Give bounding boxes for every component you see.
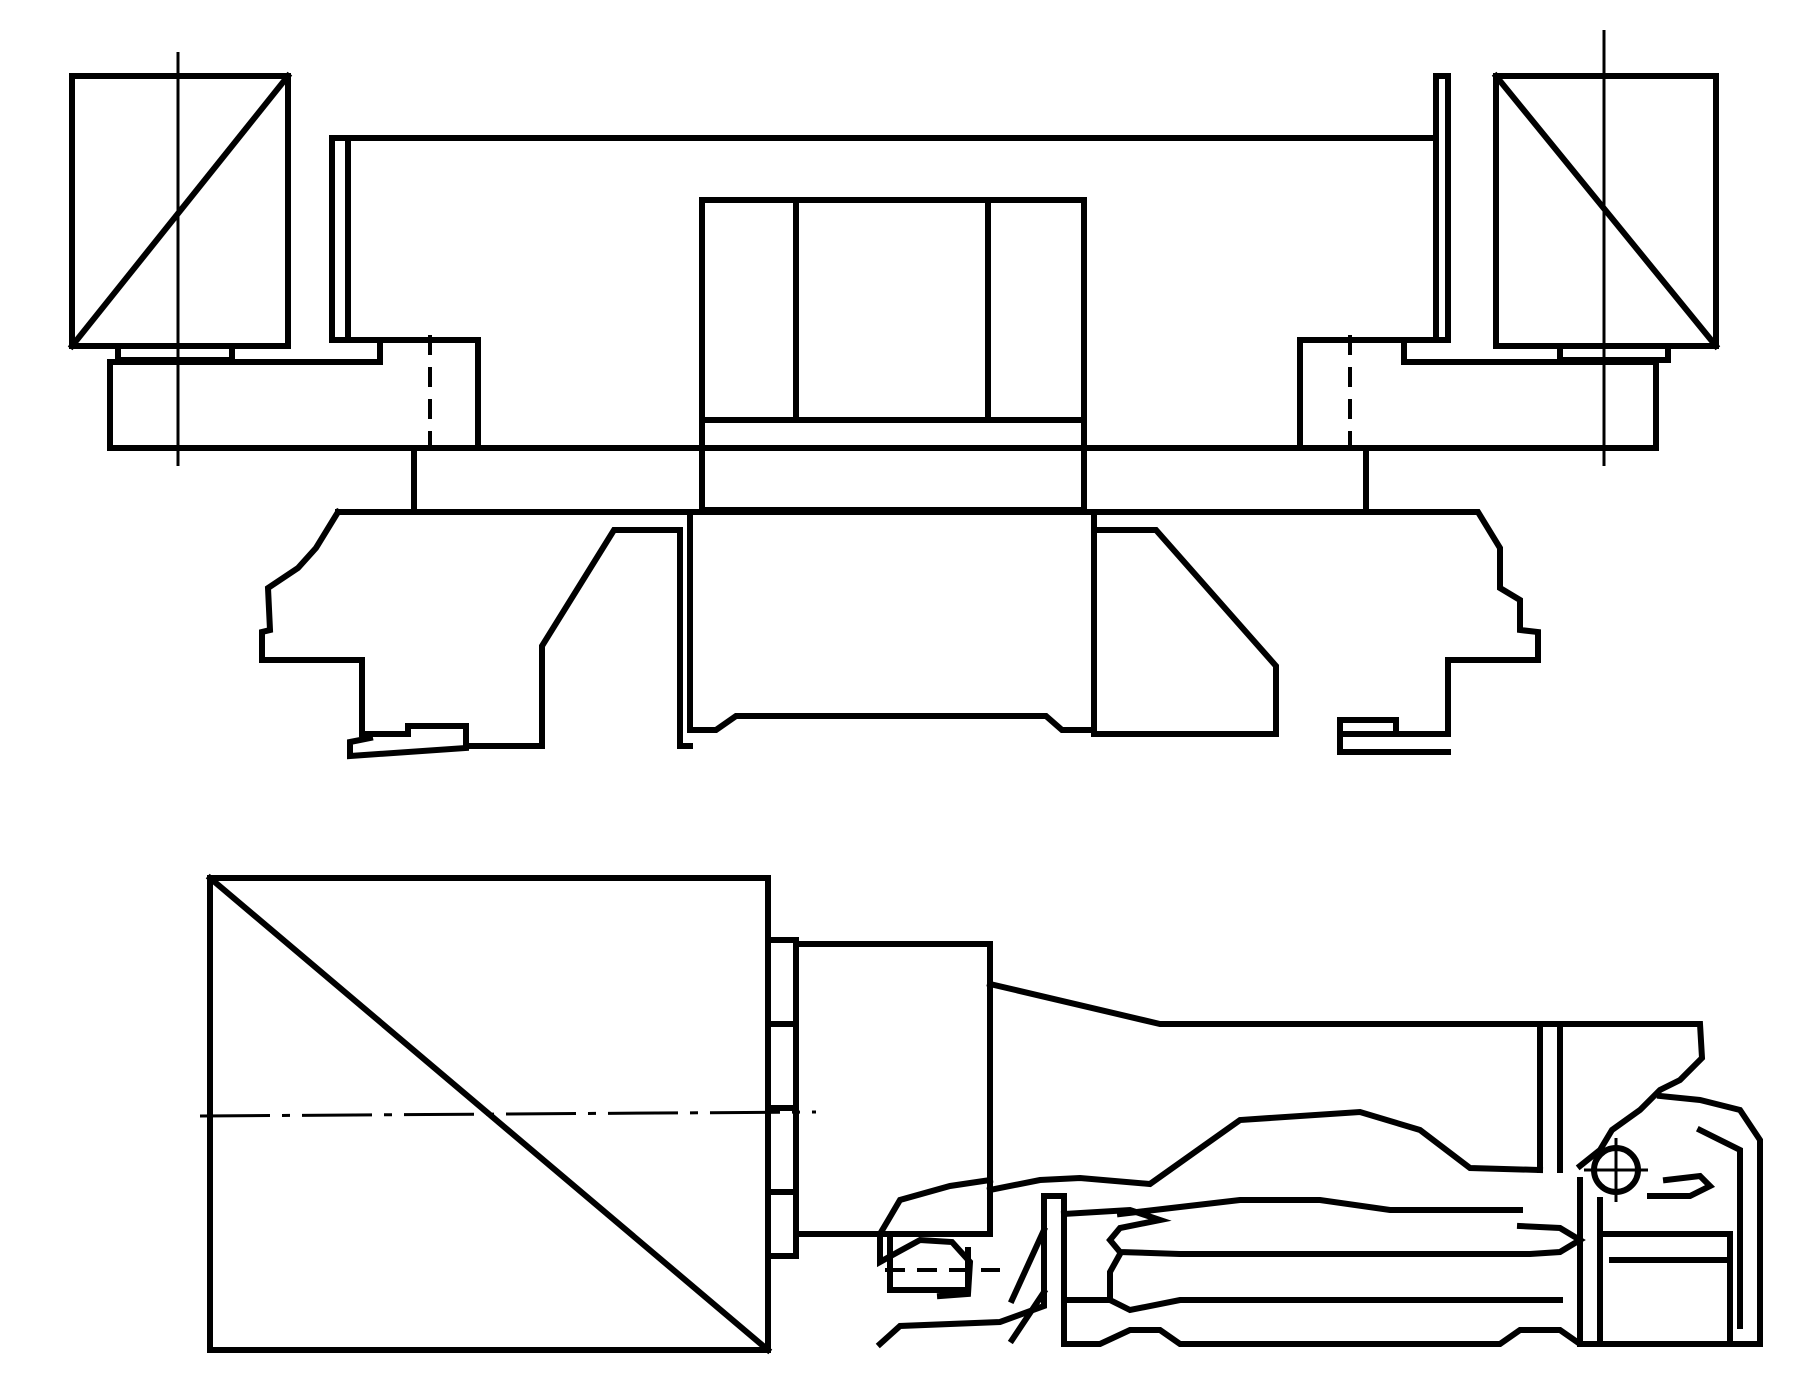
bogie-frame xyxy=(259,507,1541,760)
rail-profile xyxy=(875,1092,1763,1349)
side-view xyxy=(199,873,1763,1355)
front-view xyxy=(67,30,1721,760)
right-motor xyxy=(1491,30,1721,466)
left-motor xyxy=(67,52,293,466)
motor-block xyxy=(199,873,817,1355)
crossbeam xyxy=(329,73,1451,451)
coupling xyxy=(765,937,993,1259)
gearbox-housing xyxy=(877,980,1706,1300)
center-housing xyxy=(699,197,1087,513)
left-gear-arm xyxy=(107,335,481,513)
